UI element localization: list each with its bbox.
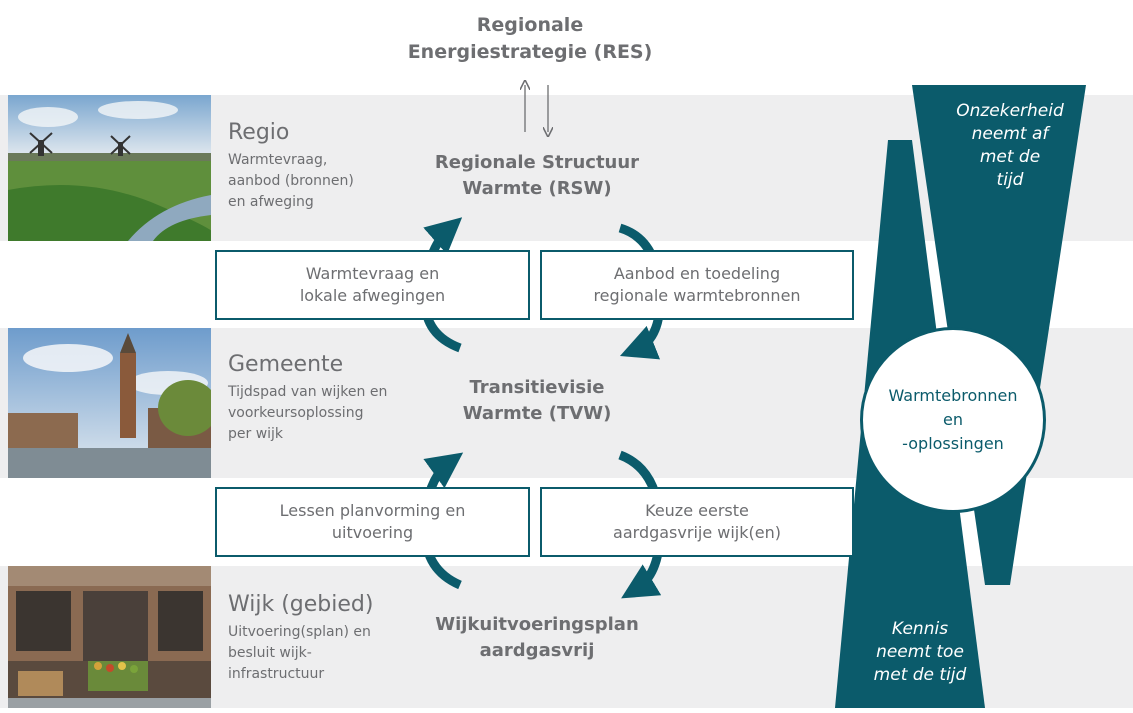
- side-line: neemt af: [971, 124, 1049, 144]
- photo-amsterdam-tower: [8, 328, 211, 478]
- circle-warmtebronnen: Warmtebronnen en -oplossingen: [860, 327, 1046, 513]
- box-line: regionale warmtebronnen: [593, 286, 801, 305]
- text-onzekerheid: Onzekerheid neemt af met de tijd: [935, 100, 1085, 192]
- center-line: aardgasvrij: [479, 640, 595, 661]
- side-line: neemt toe: [876, 642, 964, 662]
- box-line: lokale afwegingen: [299, 286, 446, 305]
- level-title-gemeente: Gemeente: [228, 352, 344, 377]
- text-kennis: Kennis neemt toe met de tijd: [850, 618, 990, 687]
- res-title-line1: Regionale: [476, 14, 584, 36]
- circle-line: Warmtebronnen: [888, 386, 1018, 405]
- center-line: Wijkuitvoeringsplan: [435, 614, 639, 635]
- side-line: met de: [979, 147, 1041, 167]
- desc-line: voorkeursoplossing: [228, 405, 364, 421]
- box-line: Aanbod en toedeling: [613, 264, 781, 283]
- level-title-wijk: Wijk (gebied): [228, 592, 374, 617]
- desc-line: infrastructuur: [228, 666, 325, 682]
- desc-line: besluit wijk-: [228, 645, 312, 661]
- side-line: Kennis: [891, 619, 949, 639]
- center-title-rsw: Regionale Structuur Warmte (RSW): [387, 150, 687, 202]
- side-line: met de tijd: [873, 665, 967, 685]
- box-line: Warmtevraag en: [305, 264, 440, 283]
- desc-line: en afweging: [228, 194, 314, 210]
- circle-line: en: [943, 410, 963, 429]
- desc-line: aanbod (bronnen): [228, 173, 354, 189]
- res-title-line2: Energiestrategie (RES): [407, 41, 653, 63]
- center-line: Warmte (TVW): [462, 403, 612, 424]
- photo-shopfront: [8, 566, 211, 708]
- center-line: Warmte (RSW): [462, 178, 612, 199]
- side-line: tijd: [996, 170, 1024, 190]
- center-line: Regionale Structuur: [434, 152, 640, 173]
- box-lessen-planvorming: Lessen planvorming en uitvoering: [215, 487, 530, 557]
- box-line: Lessen planvorming en: [279, 501, 466, 520]
- box-keuze-eerste-wijk: Keuze eerste aardgasvrije wijk(en): [540, 487, 854, 557]
- desc-line: Tijdspad van wijken en: [228, 384, 388, 400]
- box-line: aardgasvrije wijk(en): [613, 523, 781, 542]
- circle-line: -oplossingen: [902, 434, 1004, 453]
- level-title-regio: Regio: [228, 120, 290, 145]
- desc-line: per wijk: [228, 426, 284, 442]
- center-title-wijkuitvoeringsplan: Wijkuitvoeringsplan aardgasvrij: [387, 612, 687, 664]
- photo-windmills-landscape: [8, 95, 211, 241]
- level-desc-wijk: Uitvoering(splan) en besluit wijk- infra…: [228, 622, 418, 685]
- desc-line: Uitvoering(splan) en: [228, 624, 371, 640]
- level-desc-regio: Warmtevraag, aanbod (bronnen) en afwegin…: [228, 150, 418, 213]
- box-line: Keuze eerste: [645, 501, 749, 520]
- box-line: uitvoering: [331, 523, 414, 542]
- side-line: Onzekerheid: [956, 101, 1064, 121]
- center-title-tvw: Transitievisie Warmte (TVW): [387, 375, 687, 427]
- center-line: Transitievisie: [469, 377, 605, 398]
- res-title: Regionale Energiestrategie (RES): [380, 12, 680, 66]
- desc-line: Warmtevraag,: [228, 152, 328, 168]
- box-warmtevraag-lokale-afwegingen: Warmtevraag en lokale afwegingen: [215, 250, 530, 320]
- box-aanbod-toedeling: Aanbod en toedeling regionale warmtebronn…: [540, 250, 854, 320]
- level-desc-gemeente: Tijdspad van wijken en voorkeursoplossin…: [228, 382, 418, 445]
